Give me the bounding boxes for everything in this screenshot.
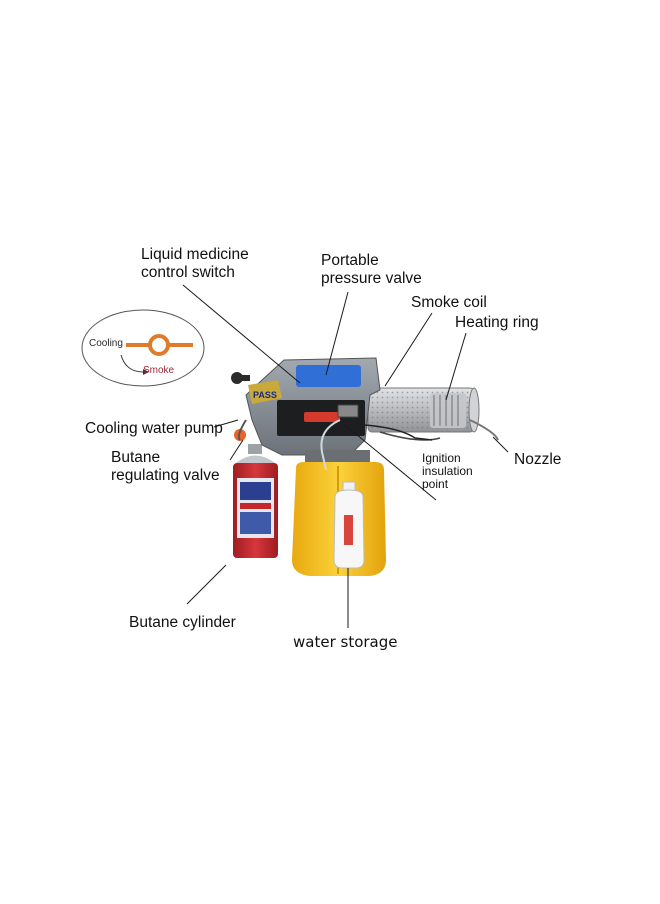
water-storage-bottle (333, 481, 365, 569)
leader-nozzle (492, 436, 509, 453)
leader-ignition (344, 424, 437, 501)
cooling-smoke-inset (81, 309, 205, 387)
liquid-tube (320, 419, 341, 471)
pass-badge-text: PASS (253, 390, 277, 400)
pass-badge (248, 380, 282, 404)
pressure-window (296, 365, 361, 387)
label-ignition-line2: insulation (422, 464, 473, 478)
label-liquid-medicine-line1: Liquid medicine (141, 246, 249, 263)
inset-arrow (120, 354, 144, 373)
label-butane-regulating-valve: Butane regulating valve (111, 449, 220, 485)
label-ignition-insulation-point: Ignition insulation point (422, 452, 473, 491)
fogger-body: PASS (231, 357, 381, 456)
leader-pressure-valve (325, 291, 349, 376)
label-pressure-valve-line1: Portable (321, 252, 379, 269)
label-ignition-line1: Ignition (422, 451, 461, 465)
label-pressure-valve-line2: pressure valve (321, 270, 422, 287)
label-ignition-line3: point (422, 477, 449, 491)
inset-smoke-label: Smoke (143, 365, 175, 376)
leader-butane-cylinder (186, 564, 227, 605)
inset-ring (148, 334, 170, 356)
label-water-storage: water storage (293, 633, 398, 651)
label-butane-valve-line2: regulating valve (111, 467, 220, 484)
butane-cylinder (233, 429, 278, 558)
leader-liquid-medicine (182, 284, 301, 384)
valve-knob (234, 429, 246, 441)
label-cooling-water-pump: Cooling water pump (85, 420, 223, 437)
leader-heating-ring (445, 332, 467, 401)
leader-cooling-pump (213, 419, 239, 428)
heating-tube (367, 387, 499, 441)
label-liquid-medicine: Liquid medicine control switch (141, 246, 249, 282)
label-butane-valve-line1: Butane (111, 449, 161, 466)
label-liquid-medicine-line2: control switch (141, 264, 235, 281)
label-pressure-valve: Portable pressure valve (321, 252, 422, 288)
leader-butane-valve (229, 439, 244, 461)
ignition-wire (364, 424, 433, 441)
label-smoke-coil: Smoke coil (411, 294, 487, 311)
label-butane-cylinder: Butane cylinder (129, 614, 236, 631)
leader-smoke-coil (384, 312, 433, 387)
leader-lines (182, 284, 509, 628)
inset-cooling-label: Cooling (89, 338, 123, 349)
label-nozzle: Nozzle (514, 451, 562, 468)
label-heating-ring: Heating ring (455, 314, 539, 331)
